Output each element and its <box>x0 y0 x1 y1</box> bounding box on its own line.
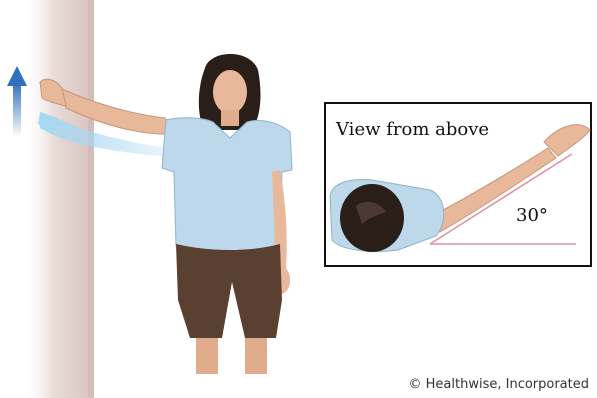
face <box>213 70 247 114</box>
top-view-head <box>340 184 404 252</box>
inset-title: View from above <box>336 119 489 140</box>
left-leg <box>196 338 218 374</box>
pants <box>176 244 282 338</box>
wall-edge <box>88 0 94 398</box>
woman-figure <box>162 54 292 374</box>
shirt <box>162 118 292 252</box>
neck <box>221 110 239 126</box>
angle-label: 30° <box>516 205 548 226</box>
right-leg <box>245 338 267 374</box>
copyright-credit: © Healthwise, Incorporated <box>409 377 589 392</box>
wall <box>22 0 92 398</box>
